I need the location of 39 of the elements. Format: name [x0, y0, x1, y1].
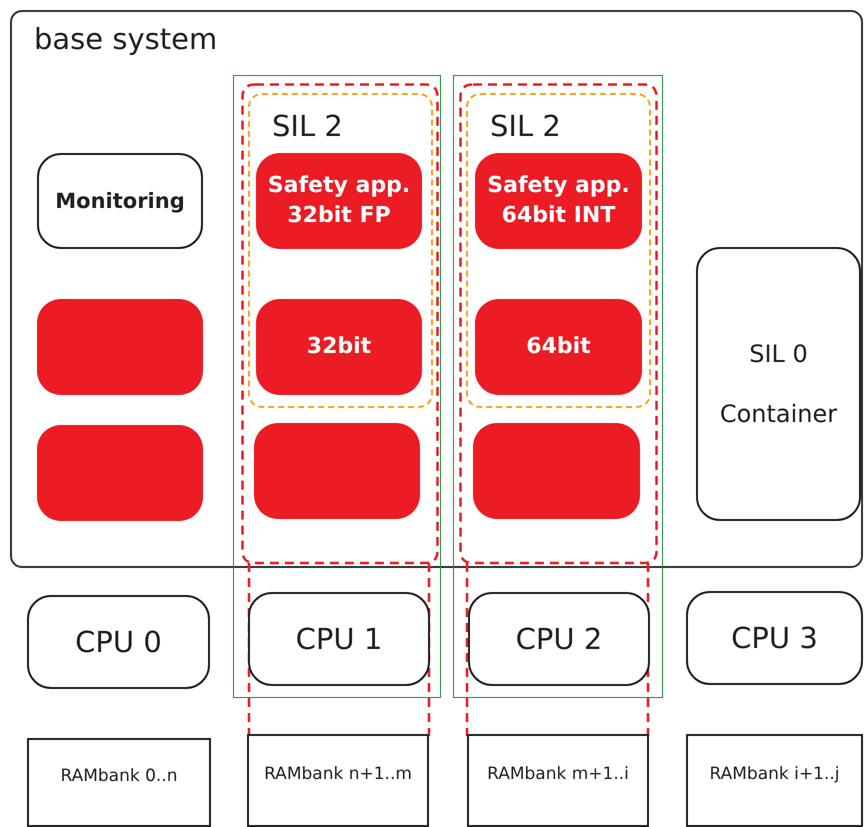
component-label: Safety app. 32bit FP: [266, 172, 412, 230]
component-label: 64bit: [525, 333, 592, 361]
ram-bank-box: [467, 734, 649, 827]
ram-bank-box: [27, 738, 211, 827]
component-box: [473, 423, 640, 519]
component-label: RAMbank m+1..i: [487, 764, 629, 784]
component-box: [696, 247, 861, 521]
component-box: [256, 299, 422, 395]
component-label: CPU 1: [296, 622, 382, 656]
sil-zone-outline: [466, 93, 651, 408]
component-box: [475, 153, 642, 249]
component-box: [37, 299, 203, 395]
component-label: CPU 0: [75, 625, 162, 659]
component-label: RAMbank i+1..j: [710, 764, 840, 784]
component-box: [256, 153, 422, 249]
group-title: base system: [34, 22, 218, 56]
component-label: RAMbank 0..n: [60, 766, 178, 786]
component-label: 32bit: [306, 333, 372, 361]
group-title: SIL 2: [490, 109, 561, 143]
ram-bank-box: [686, 734, 863, 827]
system-frame: [10, 10, 863, 568]
sil-zone-outline: [248, 93, 433, 408]
component-label: CPU 3: [731, 621, 818, 655]
component-box: [27, 595, 210, 689]
component-box: [468, 592, 650, 686]
component-box: [254, 423, 420, 519]
component-box: [37, 153, 203, 249]
component-box: [686, 591, 863, 685]
ram-bank-box: [247, 734, 429, 827]
component-box: [475, 299, 642, 395]
sil-level-label: SIL 0: [748, 339, 809, 370]
component-label: RAMbank n+1..m: [264, 764, 412, 784]
component-label: CPU 2: [516, 622, 602, 656]
component-box: [248, 592, 430, 686]
component-label: Container: [718, 399, 838, 430]
component-label: Safety app. 64bit INT: [486, 172, 631, 230]
group-title: SIL 2: [272, 109, 343, 143]
component-label: Monitoring: [55, 189, 185, 213]
component-box: [37, 425, 203, 521]
